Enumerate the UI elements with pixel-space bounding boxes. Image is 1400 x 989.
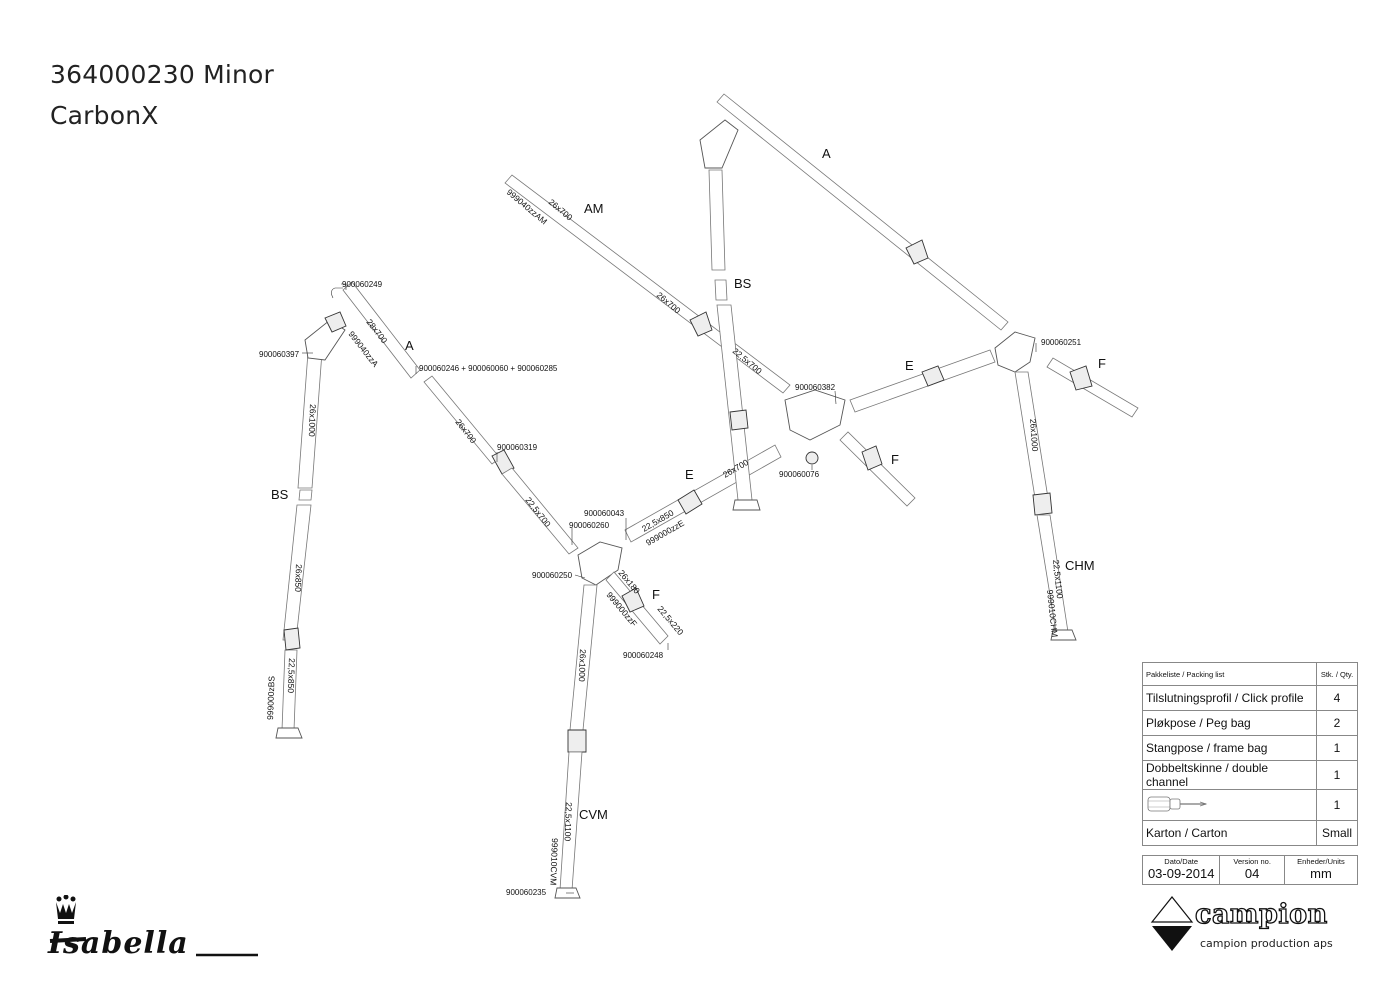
cvm-leg bbox=[554, 584, 598, 899]
front-corner-joint bbox=[577, 541, 623, 586]
date-label: Dato/Date bbox=[1164, 857, 1199, 866]
part-number: 900060319 bbox=[497, 443, 538, 452]
units-value: mm bbox=[1310, 866, 1332, 881]
part-number: 900060382 bbox=[795, 383, 836, 392]
table-row: Karton / Carton Small bbox=[1142, 820, 1358, 846]
item-label: Dobbeltskinne / double channel bbox=[1142, 760, 1317, 790]
label-bs-back: BS bbox=[734, 276, 752, 291]
dim-bs-26x850: 26x850 bbox=[293, 564, 304, 592]
label-e-back: E bbox=[905, 358, 914, 373]
dim-chm-26x1000: 26x1000 bbox=[1028, 418, 1040, 452]
am-tube bbox=[504, 174, 791, 394]
part-number: 900060246 + 900060060 + 900060285 bbox=[419, 364, 558, 373]
item-label: Karton / Carton bbox=[1142, 820, 1317, 846]
crown-icon bbox=[56, 895, 76, 924]
dim-cvm-code: 999010CVM bbox=[548, 838, 560, 886]
label-am: AM bbox=[584, 201, 604, 216]
isabella-logo: Isabella bbox=[47, 895, 258, 961]
label-f-front: F bbox=[652, 587, 660, 602]
part-number: 900060250 bbox=[532, 571, 573, 580]
qty-header: Stk. / Qty. bbox=[1316, 662, 1358, 686]
part-number: 900060043 bbox=[584, 509, 625, 518]
front-f-tube bbox=[605, 571, 669, 645]
mid-f-tube bbox=[839, 431, 916, 507]
part-number: 900060260 bbox=[569, 521, 610, 530]
right-f-tube bbox=[1046, 357, 1139, 418]
table-row: 1 bbox=[1142, 789, 1358, 821]
label-a-top: A bbox=[822, 146, 831, 161]
middle-joint bbox=[784, 389, 846, 441]
table-row: Tilslutningsprofil / Click profile 4 bbox=[1142, 685, 1358, 711]
part-number: 900060249 bbox=[342, 280, 383, 289]
part-number: 900060248 bbox=[623, 651, 664, 660]
back-e-tube bbox=[849, 349, 996, 413]
units-label: Enheder/Units bbox=[1297, 857, 1345, 866]
nut bbox=[805, 451, 819, 465]
item-qty: 4 bbox=[1316, 685, 1358, 711]
version-label: Version no. bbox=[1233, 857, 1271, 866]
date-value: 03-09-2014 bbox=[1147, 866, 1215, 881]
dim-cvm-26x1000: 26x1000 bbox=[577, 649, 588, 682]
label-bs-left: BS bbox=[271, 487, 289, 502]
part-number: 900060397 bbox=[259, 350, 300, 359]
item-icon-cell bbox=[1142, 789, 1317, 821]
item-qty: 1 bbox=[1316, 735, 1358, 761]
table-row: Pløkpose / Peg bag 2 bbox=[1142, 710, 1358, 736]
left-a-tube bbox=[342, 281, 579, 555]
label-chm: CHM bbox=[1065, 558, 1095, 573]
packing-list-header: Pakkeliste / Packing list bbox=[1142, 662, 1317, 686]
chm-leg bbox=[1014, 371, 1077, 641]
part-number: 900060076 bbox=[779, 470, 820, 479]
label-a-left: A bbox=[405, 338, 414, 353]
drawing-subtitle: CarbonX bbox=[50, 101, 159, 130]
item-qty: 1 bbox=[1316, 789, 1358, 821]
left-bs-leg bbox=[275, 311, 347, 739]
screwdriver-icon bbox=[1147, 796, 1208, 811]
item-qty: 2 bbox=[1316, 710, 1358, 736]
table-row: Dobbeltskinne / double channel 1 bbox=[1142, 760, 1358, 790]
item-label: Tilslutningsprofil / Click profile bbox=[1142, 685, 1317, 711]
label-f-right: F bbox=[1098, 356, 1106, 371]
item-qty: Small bbox=[1316, 820, 1358, 846]
dim-chm-225x1100: 22,5x1100 bbox=[1051, 559, 1065, 599]
label-f-mid: F bbox=[891, 452, 899, 467]
campion-logo-text: campion bbox=[1194, 898, 1328, 930]
part-number: 900060251 bbox=[1041, 338, 1082, 347]
version-value: 04 bbox=[1244, 866, 1260, 881]
label-cvm: CVM bbox=[579, 807, 608, 822]
part-number: 900060235 bbox=[506, 888, 547, 897]
item-label: Pløkpose / Peg bag bbox=[1142, 710, 1317, 736]
packing-list-table: Pakkeliste / Packing list Stk. / Qty. Ti… bbox=[1142, 662, 1358, 846]
dim-bs-26x1000: 26x1000 bbox=[307, 404, 318, 437]
item-qty: 1 bbox=[1316, 760, 1358, 790]
dim-bs-code: 999000zBS bbox=[265, 675, 277, 720]
isabella-logo-text: Isabella bbox=[47, 926, 189, 961]
dim-chm-code: 999010CHM bbox=[1045, 589, 1060, 638]
top-a-tube bbox=[716, 93, 1009, 331]
dim-cvm-225x1100: 22,5x1100 bbox=[563, 802, 574, 842]
label-e-front: E bbox=[685, 467, 694, 482]
drawing-title: 364000230 Minor bbox=[50, 60, 275, 89]
item-label: Stangpose / frame bag bbox=[1142, 735, 1317, 761]
back-corner-joint bbox=[994, 331, 1036, 373]
dim-bs-225x850: 22,5x850 bbox=[286, 658, 297, 694]
back-bs-leg bbox=[699, 119, 761, 511]
campion-subtitle: campion production aps bbox=[1200, 937, 1333, 950]
campion-logo-icon bbox=[1150, 896, 1194, 951]
table-row: Stangpose / frame bag 1 bbox=[1142, 735, 1358, 761]
